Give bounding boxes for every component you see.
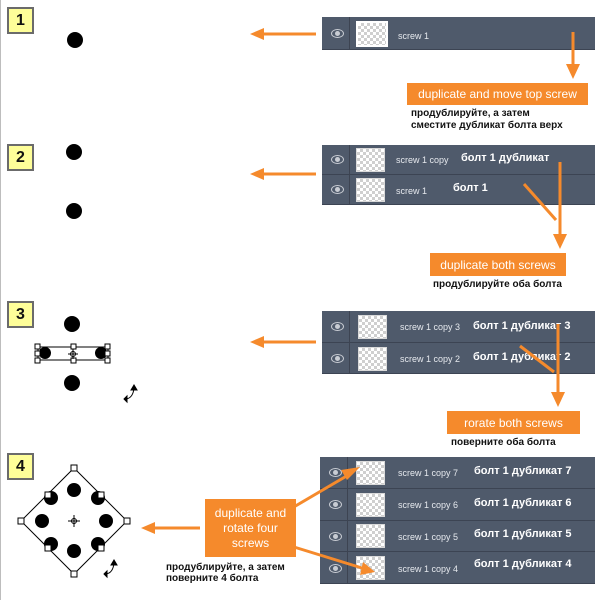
- layer-name-ru: болт 1 дубликат 2: [473, 351, 571, 363]
- eye-icon[interactable]: [329, 468, 342, 477]
- layer-thumbnail[interactable]: [358, 315, 387, 339]
- layer-row-screw-1-copy-4[interactable]: screw 1 copy 4 болт 1 дубликат 4: [320, 552, 595, 584]
- layer-name-ru: болт 1 дубликат 7: [474, 465, 572, 477]
- layer-thumbnail[interactable]: [358, 347, 387, 371]
- left-arrow-icon: [250, 168, 316, 180]
- layer-thumbnail[interactable]: [356, 21, 388, 47]
- eye-icon[interactable]: [331, 185, 344, 194]
- layer-name: screw 1 copy 7: [398, 468, 459, 478]
- layer-name-ru: болт 1 дубликат 6: [474, 497, 572, 509]
- layer-thumbnail[interactable]: [356, 524, 385, 548]
- ru-note-line: продублируйте оба болта: [433, 279, 562, 290]
- left-arrow-icon: [141, 522, 200, 534]
- ru-note-line: продублируйте, а затем: [166, 562, 285, 573]
- layer-name: screw 1 copy 5: [398, 532, 459, 542]
- layer-name: screw 1 copy 4: [398, 564, 459, 574]
- diagonal-arrow-icon: [293, 545, 375, 575]
- eye-icon[interactable]: [329, 500, 342, 509]
- left-arrow-icon: [250, 28, 316, 40]
- layer-row-screw-1-copy-7[interactable]: screw 1 copy 7 болт 1 дубликат 7: [320, 457, 595, 489]
- rotate-cursor-icon: [123, 384, 138, 404]
- left-border: [0, 0, 1, 600]
- eye-icon[interactable]: [329, 532, 342, 541]
- callout-box-step-3: rorate both screws: [447, 411, 580, 434]
- transform-bounding-box[interactable]: [17, 464, 131, 578]
- layer-name: screw 1: [396, 186, 428, 196]
- layer-thumbnail[interactable]: [356, 148, 385, 172]
- layer-name-ru: болт 1: [453, 182, 488, 194]
- layer-row-screw-1[interactable]: screw 1: [322, 17, 595, 50]
- ru-note-line: поверните оба болта: [451, 437, 556, 448]
- screw-dot: [64, 375, 80, 391]
- step-badge-4: 4: [7, 453, 34, 480]
- down-arrow-icon: [519, 324, 565, 407]
- crosshair-icon: [68, 349, 78, 359]
- layer-name-ru: болт 1 дубликат: [461, 152, 550, 164]
- layer-name-ru: болт 1 дубликат 5: [474, 528, 572, 540]
- eye-icon[interactable]: [329, 564, 342, 573]
- crosshair-icon: [68, 515, 80, 527]
- eye-icon[interactable]: [331, 354, 344, 363]
- step-badge-2: 2: [7, 144, 34, 171]
- step-badge-1: 1: [7, 7, 34, 34]
- step-badge-3: 3: [7, 301, 34, 328]
- layer-thumbnail[interactable]: [356, 461, 385, 485]
- layer-thumbnail[interactable]: [356, 493, 385, 517]
- layer-name: screw 1: [398, 31, 430, 41]
- down-arrow-icon: [522, 162, 567, 249]
- layer-row-screw-1-copy-6[interactable]: screw 1 copy 6 болт 1 дубликат 6: [320, 489, 595, 521]
- eye-icon[interactable]: [331, 322, 344, 331]
- layer-row-screw-1-copy-3[interactable]: screw 1 copy 3 болт 1 дубликат 3: [322, 311, 595, 343]
- layer-name: screw 1 copy 3: [400, 322, 461, 332]
- transform-bounding-box[interactable]: [34, 343, 111, 364]
- screw-dot: [64, 316, 80, 332]
- layer-name: screw 1 copy 2: [400, 354, 461, 364]
- eye-icon[interactable]: [331, 155, 344, 164]
- callout-box-step-2: duplicate both screws: [430, 253, 566, 276]
- layer-name: screw 1 copy: [396, 155, 449, 165]
- ru-note-line: продублируйте, а затем: [411, 108, 530, 119]
- screw-dot: [67, 32, 83, 48]
- layer-name: screw 1 copy 6: [398, 500, 459, 510]
- down-arrow-icon: [566, 32, 580, 79]
- rotate-cursor-icon: [103, 559, 118, 579]
- layer-name-ru: болт 1 дубликат 3: [473, 320, 571, 332]
- left-arrow-icon: [250, 336, 316, 348]
- screw-dot: [66, 144, 82, 160]
- callout-box-step-4: duplicate and rotate four screws: [205, 499, 296, 557]
- ru-note-line: сместите дубликат болта верх: [411, 120, 563, 131]
- eye-icon[interactable]: [331, 29, 344, 38]
- layer-row-screw-1[interactable]: screw 1 болт 1: [322, 175, 595, 205]
- layer-row-screw-1-copy-5[interactable]: screw 1 copy 5 болт 1 дубликат 5: [320, 521, 595, 552]
- ru-note-line: поверните 4 болта: [166, 573, 259, 584]
- diagonal-arrow-icon: [291, 467, 360, 510]
- callout-box-step-1: duplicate and move top screw: [407, 83, 588, 105]
- layer-thumbnail[interactable]: [356, 178, 385, 202]
- layer-name-ru: болт 1 дубликат 4: [474, 558, 572, 570]
- layer-row-screw-1-copy[interactable]: screw 1 copy болт 1 дубликат: [322, 145, 595, 175]
- screw-dot: [66, 203, 82, 219]
